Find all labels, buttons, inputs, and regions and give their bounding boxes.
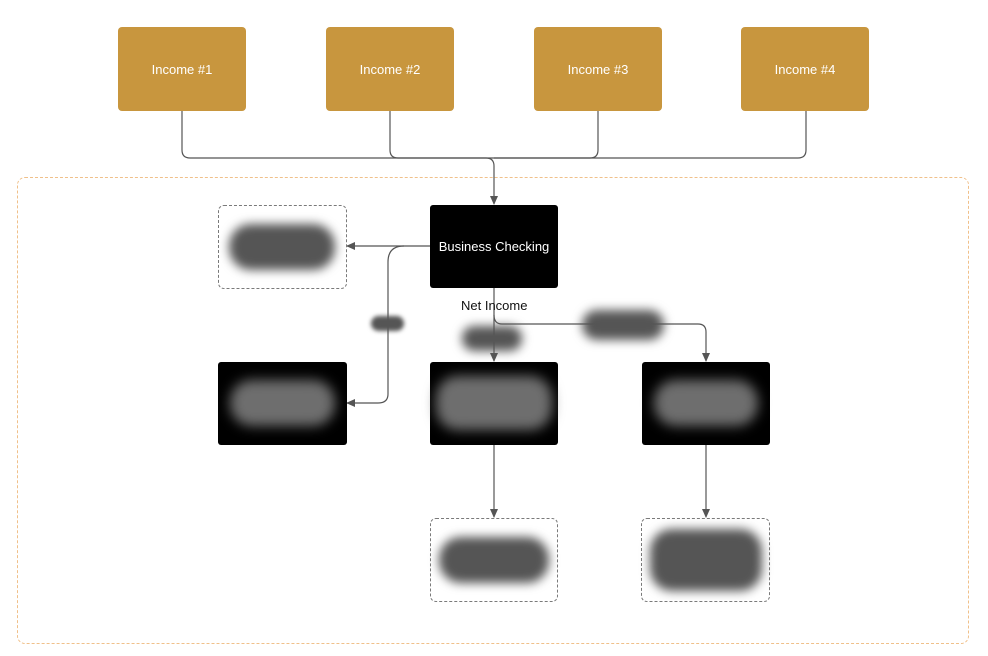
redacted-edge-label-middle (462, 326, 522, 351)
connector-checking-to-left-dark (346, 245, 405, 407)
income-node-2-label: Income #2 (359, 61, 421, 77)
redacted-dashed-node-middle[interactable] (430, 518, 558, 602)
business-checking-label: Business Checking (438, 239, 550, 254)
connector-checking-to-right-dark (493, 314, 710, 362)
redacted-text-block (229, 224, 335, 270)
income-node-4-label: Income #4 (774, 61, 836, 77)
redacted-text-block (650, 529, 762, 591)
net-income-label: Net Income (461, 298, 528, 313)
redacted-dark-node-middle[interactable] (430, 362, 558, 445)
redacted-text-block (654, 380, 758, 426)
income-node-2[interactable]: Income #2 (326, 27, 454, 111)
income-node-1-label: Income #1 (151, 61, 213, 77)
business-boundary-frame (17, 177, 969, 644)
income-node-3[interactable]: Income #3 (534, 27, 662, 111)
redacted-dark-node-left[interactable] (218, 362, 347, 445)
income-node-3-label: Income #3 (567, 61, 629, 77)
redacted-text-block (230, 380, 335, 426)
income-node-1[interactable]: Income #1 (118, 27, 246, 111)
business-checking-node[interactable]: Business Checking (430, 205, 558, 288)
redacted-dashed-node-right[interactable] (641, 518, 770, 602)
connector-income-2 (389, 111, 494, 159)
income-node-4[interactable]: Income #4 (741, 27, 869, 111)
connector-income-3 (494, 111, 599, 159)
redacted-dark-node-right[interactable] (642, 362, 770, 445)
connector-income-1 (181, 111, 498, 205)
redacted-text-block (436, 376, 552, 430)
redacted-edge-label-left (371, 316, 404, 331)
redacted-edge-label-right (582, 310, 664, 340)
redacted-dashed-node-left[interactable] (218, 205, 347, 289)
redacted-text-block (439, 537, 549, 583)
connector-income-4 (494, 111, 807, 159)
